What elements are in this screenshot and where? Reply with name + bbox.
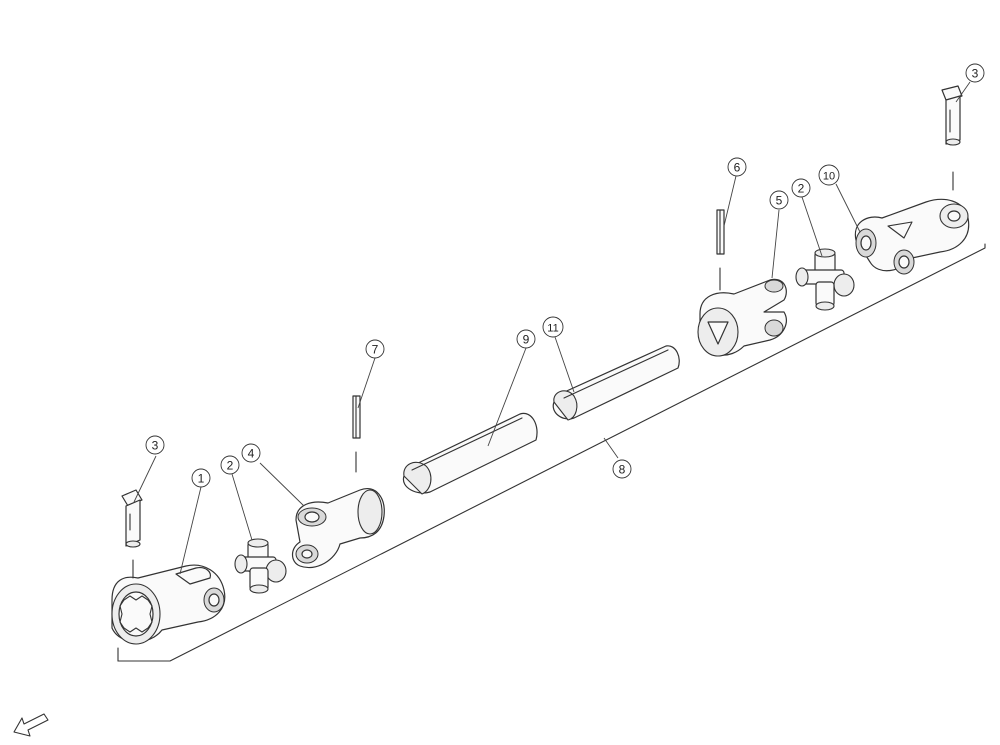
callout-9: 9 xyxy=(516,329,536,349)
svg-text:4: 4 xyxy=(248,447,255,461)
callout-4: 4 xyxy=(241,443,261,463)
part-yoke-left-mid xyxy=(291,488,385,569)
part-yoke-right-mid xyxy=(697,278,787,357)
svg-text:7: 7 xyxy=(372,343,379,357)
part-yoke-end-right xyxy=(854,198,970,275)
svg-text:1: 1 xyxy=(198,472,205,486)
callout-10: 10 xyxy=(818,164,840,186)
callout-8: 8 xyxy=(612,459,632,479)
leader-lines xyxy=(133,81,971,575)
callouts: 3 6 5 2 10 7 9 xyxy=(145,63,985,488)
svg-text:2: 2 xyxy=(227,459,234,473)
part-pin-6 xyxy=(716,209,725,291)
callout-1: 1 xyxy=(191,468,211,488)
svg-text:3: 3 xyxy=(972,67,979,81)
callout-3-left: 3 xyxy=(145,435,165,455)
part-tube-outer xyxy=(402,412,538,495)
part-bolt-left xyxy=(121,489,143,579)
base-plane xyxy=(117,243,986,662)
callout-3-top: 3 xyxy=(965,63,985,83)
part-cross-left xyxy=(234,538,287,594)
svg-text:6: 6 xyxy=(734,161,741,175)
callout-5: 5 xyxy=(769,190,789,210)
svg-text:11: 11 xyxy=(547,323,558,335)
part-tube-inner xyxy=(552,345,680,421)
part-pin-7 xyxy=(352,395,361,473)
callout-2-right: 2 xyxy=(791,178,811,198)
part-bolt-top-right xyxy=(941,85,963,191)
part-cross-right xyxy=(795,248,855,311)
svg-text:10: 10 xyxy=(823,171,835,183)
callout-7: 7 xyxy=(365,339,385,359)
callout-2-left: 2 xyxy=(220,455,240,475)
svg-text:8: 8 xyxy=(619,463,626,477)
svg-text:2: 2 xyxy=(798,182,805,196)
svg-text:9: 9 xyxy=(523,333,530,347)
part-yoke-splined xyxy=(111,564,226,645)
arrow-pointer-icon xyxy=(13,713,49,737)
svg-text:5: 5 xyxy=(776,194,783,208)
svg-text:3: 3 xyxy=(152,439,159,453)
callout-11: 11 xyxy=(542,316,564,338)
callout-6: 6 xyxy=(727,157,747,177)
